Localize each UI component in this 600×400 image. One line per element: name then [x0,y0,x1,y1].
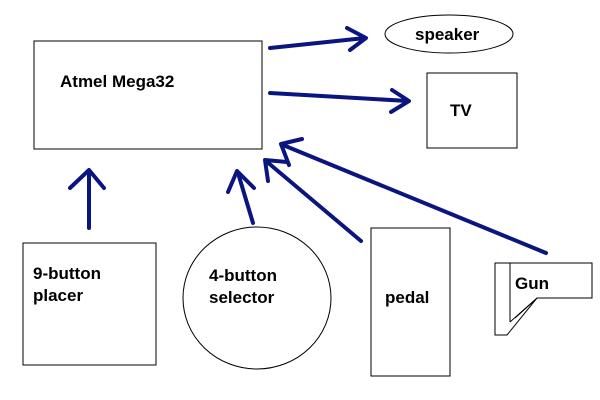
placer-label-line1: 9-button [33,264,101,283]
selector-label-line2: selector [209,288,275,307]
placer-box [22,242,157,366]
tv-label: TV [450,101,472,120]
pedal-box [370,227,451,377]
speaker-label: speaker [415,25,480,44]
mcu-box [33,40,263,150]
selector-label-line1: 4-button [209,266,277,285]
tv-box [426,72,518,149]
placer-label-line2: placer [33,286,84,305]
speaker-ellipse [384,14,514,54]
mcu-label: Atmel Mega32 [60,72,175,91]
arrow-gun-to-mcu [279,137,548,255]
arrow-pedal-to-mcu [263,158,363,243]
pedal-label: pedal [385,288,430,307]
selector-circle [182,226,332,370]
arrow-mcu-to-tv [268,88,411,114]
gun-label: Gun [515,274,549,293]
gun-shape [494,262,593,336]
arrow-mcu-to-speaker [268,26,368,52]
arrow-placer-to-mcu [68,168,106,230]
arrow-selector-to-mcu [226,169,256,225]
